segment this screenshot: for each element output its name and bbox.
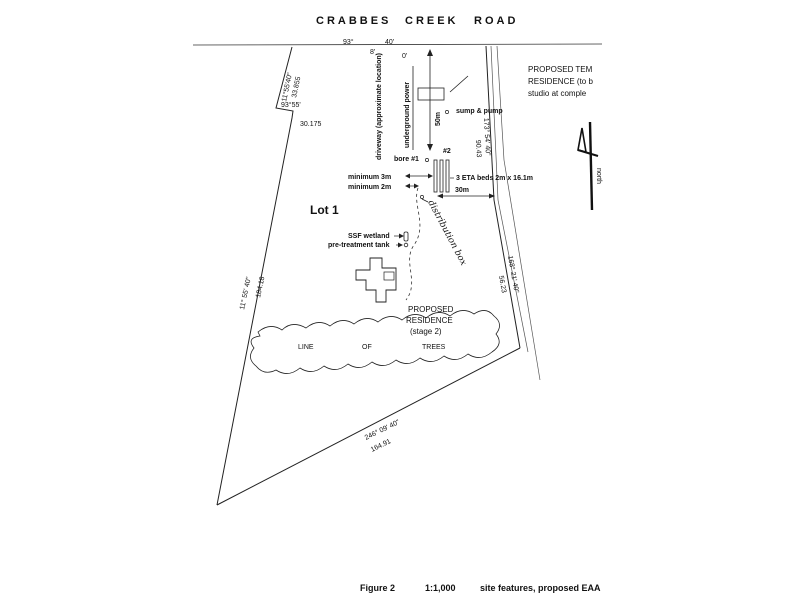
bearing-top-small-b: 0' — [402, 53, 407, 60]
distance-30m-arrowhead-left — [437, 193, 443, 199]
distance-30m-label: 30m — [455, 187, 469, 194]
distribution-box-leader — [421, 198, 429, 203]
proposed-residence-wing — [383, 271, 395, 281]
bearing-notch-horizontal: 93°55' — [281, 101, 301, 109]
minimum-3m-arrowhead-right — [428, 173, 433, 179]
minimum-2m-arrowhead-right — [414, 183, 419, 189]
effluent-pipe-path — [405, 187, 421, 301]
temp-residence-leader — [449, 75, 469, 93]
eta-beds-label: 3 ETA beds 2m x 16.1m — [456, 175, 533, 182]
bearing-notch-vertical-length: 33.855 — [291, 76, 302, 99]
minimum-3m-label: minimum 3m — [348, 174, 391, 181]
line-of-trees: LINE OF TREES — [250, 310, 500, 374]
caption-figure: Figure 2 — [360, 583, 395, 593]
proposed-residence-label-line3: (stage 2) — [410, 327, 442, 336]
distance-30m-arrowhead-right — [489, 193, 495, 199]
proposed-residence-label-line1: PROPOSED — [408, 305, 454, 314]
bore-marker — [425, 158, 429, 162]
bore-label: bore #1 — [394, 156, 419, 163]
bearing-top-right: 40' — [385, 39, 394, 46]
bearing-right-upper-length: 90.43 — [474, 140, 482, 158]
proposed-residence-footprint — [355, 257, 397, 303]
temp-residence-footprint — [417, 87, 445, 101]
road-word-crabbes: CRABBES — [316, 15, 391, 27]
bearing-left-boundary: 11° 55' 40" — [238, 276, 253, 311]
bearing-notch-horizontal-length: 30.175 — [300, 121, 322, 128]
lot-right-boundary — [485, 45, 521, 349]
road-label: CRABBES CREEK ROAD — [316, 15, 518, 27]
road-reserve-line-1 — [490, 45, 529, 353]
pretreatment-tank-marker — [403, 242, 409, 248]
bearing-right-upper: 173° 54' 40" — [482, 118, 492, 157]
proposed-residence-label-line2: RESIDENCE — [406, 316, 453, 325]
minimum-3m-arrowhead-left — [405, 173, 410, 179]
bearing-left-boundary-length: 184.18 — [255, 276, 266, 299]
temp-residence-label-line1: PROPOSED TEM — [528, 65, 593, 74]
bearing-bottom: 246° 09' 40" — [363, 418, 401, 442]
distance-50m-label: 50m — [435, 112, 442, 126]
pretreatment-tank-label: pre-treatment tank — [328, 242, 390, 249]
underground-power-label: underground power — [404, 82, 411, 148]
lot-bottom-boundary — [216, 347, 521, 506]
road-boundary-line — [192, 43, 603, 46]
caption-description: site features, proposed EAA — [480, 583, 601, 593]
bearing-top-left: 93° — [343, 38, 354, 46]
eta-bed-2 — [439, 159, 444, 193]
eta-bed-1 — [433, 159, 438, 193]
north-label: north — [595, 168, 602, 184]
distribution-box-marker — [420, 195, 424, 199]
eta-beds-number: #2 — [443, 148, 451, 155]
pretreatment-tank-arrowhead — [398, 242, 403, 248]
temp-residence-label-line3: studio at comple — [528, 89, 587, 98]
minimum-2m-arrowhead-left — [405, 183, 410, 189]
ssf-wetland-label: SSF wetland — [348, 233, 390, 240]
distribution-box-label: distribution box — [425, 199, 468, 268]
minimum-2m-label: minimum 2m — [348, 184, 391, 191]
eta-beds — [433, 159, 450, 193]
tree-line-outline — [250, 310, 500, 374]
road-word-road: ROAD — [474, 15, 518, 27]
north-arrow-crossbar — [577, 149, 599, 157]
lot-label: Lot 1 — [310, 203, 339, 217]
trees-label-of: OF — [362, 344, 372, 351]
sump-pump-marker — [445, 110, 449, 114]
temp-residence-label-line2: RESIDENCE (to b — [528, 77, 593, 86]
bearing-right-lower: 168° 21' 40" — [506, 255, 521, 294]
driveway-label: driveway (approximate location) — [376, 53, 383, 160]
eta-bed-3 — [445, 159, 450, 193]
distance-50m-arrowhead-bottom — [427, 144, 433, 151]
ssf-wetland-arrowhead — [399, 233, 404, 239]
ssf-wetland-marker — [403, 231, 409, 242]
bearing-bottom-length: 164.91 — [370, 438, 392, 454]
trees-label-line: LINE — [298, 344, 314, 351]
bearing-right-lower-length: 56.23 — [497, 275, 507, 294]
distance-50m-arrowhead-top — [427, 49, 433, 56]
lot-left-boundary — [216, 46, 294, 506]
road-word-creek: CREEK — [405, 15, 459, 27]
caption-scale: 1:1,000 — [425, 583, 456, 593]
north-arrow-shaft — [588, 121, 594, 211]
trees-label-trees: TREES — [422, 344, 446, 351]
north-arrow: north — [577, 121, 602, 211]
bearing-top-small-a: 8' — [370, 49, 375, 56]
north-arrow-head — [577, 127, 587, 154]
road-reserve-line-2 — [496, 45, 541, 381]
sump-pump-label: sump & pump — [456, 108, 503, 115]
